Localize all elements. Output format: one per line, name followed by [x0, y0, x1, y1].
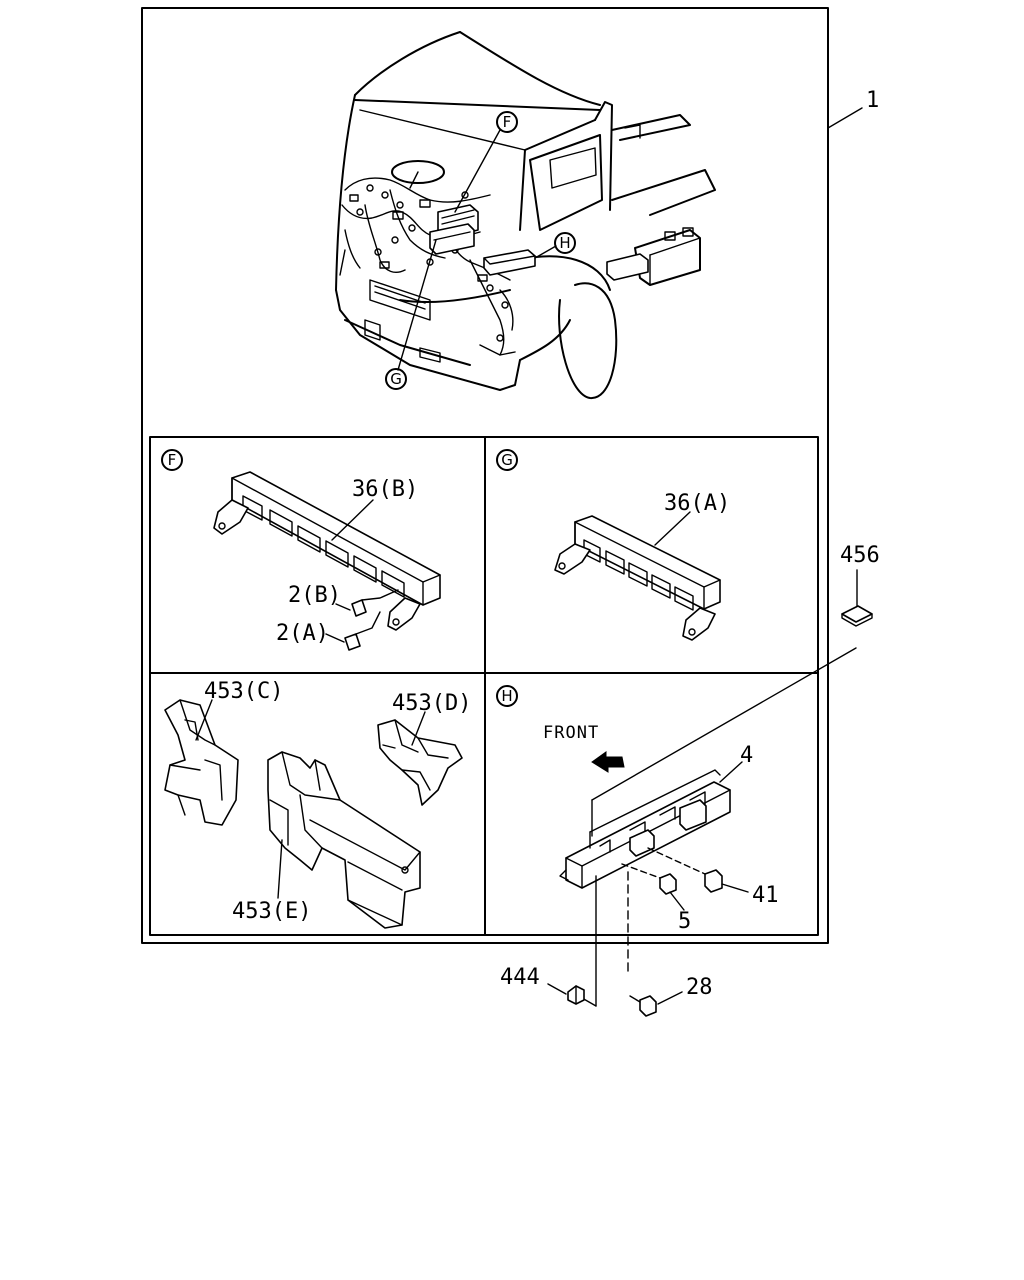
label-part-2b: 2(B): [288, 583, 341, 608]
label-part-28: 28: [686, 975, 713, 1000]
label-part-41: 41: [752, 883, 779, 908]
leader-5: [669, 891, 685, 911]
leader-1: [827, 107, 863, 129]
panel-g-letter: G: [501, 451, 513, 469]
relay-5: [659, 873, 677, 895]
leader-callout-g: [397, 239, 437, 371]
label-part-36a: 36(A): [664, 491, 730, 516]
leader-453c: [195, 699, 213, 741]
leader-28: [657, 991, 683, 1005]
bracket-453c: [164, 699, 239, 826]
label-part-453d: 453(D): [392, 691, 471, 716]
dash-relay-5: [621, 863, 661, 879]
leader-444: [547, 983, 567, 995]
leader-callout-f: [454, 129, 501, 213]
relay-bracket-4: [559, 769, 731, 889]
fuse-2a: [344, 633, 361, 651]
leader-41: [721, 883, 749, 893]
truck-illustration: [335, 31, 716, 400]
leader-36a: [654, 511, 691, 546]
panel-g-marker: [496, 449, 518, 471]
label-part-444: 444: [500, 965, 540, 990]
fasteners: 444 28: [500, 871, 713, 1017]
panel-f-marker: [161, 449, 183, 471]
label-part-453e: 453(E): [232, 899, 311, 924]
front-label: FRONT: [543, 723, 599, 743]
label-part-453c: 453(C): [204, 679, 283, 704]
panel-h-marker: [496, 685, 518, 707]
label-part-1: 1: [866, 88, 879, 113]
leader-36b: [331, 499, 374, 541]
fuse-2b: [351, 599, 367, 617]
panel-f: F 36(B) 2(B): [161, 449, 441, 651]
long-leader-456: [591, 647, 857, 801]
fuse-block-36b: [213, 471, 441, 631]
leader-2b: [335, 603, 351, 611]
leader-callout-h: [534, 245, 557, 259]
dash-relay-41: [647, 847, 706, 875]
callout-g-main: G: [385, 368, 407, 390]
outer-frame: [141, 7, 829, 944]
part-456: 456: [591, 543, 880, 837]
relay-41: [704, 869, 723, 893]
callout-g-letter: G: [390, 370, 402, 388]
leader-4: [719, 761, 743, 783]
panel-g: G 36(A): [496, 449, 730, 641]
callout-h-main: H: [554, 232, 576, 254]
bracket-453e: [267, 751, 421, 929]
label-part-4: 4: [740, 743, 753, 768]
label-part-456: 456: [840, 543, 880, 568]
panel-h-letter: H: [501, 687, 512, 705]
front-arrow-icon: [591, 751, 625, 773]
leader-453e: [277, 839, 283, 899]
bracket-453d: [377, 719, 463, 806]
fuse-block-36a: [554, 515, 721, 641]
label-part-36b: 36(B): [352, 477, 418, 502]
panel-h: H FRONT 4 41 5: [496, 685, 779, 934]
label-part-5: 5: [678, 909, 691, 934]
leader-2a: [325, 633, 345, 643]
callout-f-main: F: [496, 111, 518, 133]
screw-28: [639, 995, 657, 1017]
label-part-2a: 2(A): [276, 621, 329, 646]
panel-f-letter: F: [168, 451, 177, 469]
callout-h-letter: H: [559, 234, 570, 252]
leader-453d: [411, 711, 426, 746]
panel-brackets-453: 453(C) 453(D) 453(E): [164, 679, 471, 929]
callout-f-letter: F: [503, 113, 512, 131]
